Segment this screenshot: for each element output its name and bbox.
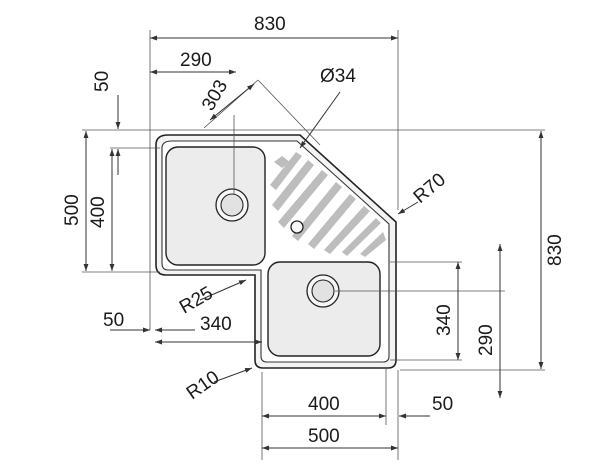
top-gap-label: 50	[92, 71, 113, 92]
bottom-gap-label: 50	[432, 394, 453, 415]
left-bowl-label: 400	[88, 196, 109, 228]
dimension-lines	[83, 35, 544, 451]
radius-inner-label: R25	[176, 283, 217, 319]
bottom-total-label: 500	[308, 426, 340, 447]
radius-small-label: R10	[183, 367, 224, 404]
right-bowl-height-label: 340	[434, 304, 455, 336]
drain-diameter-label: Ø34	[320, 66, 356, 87]
overall-width-label: 830	[254, 14, 286, 35]
left-bowl-drain-inner	[220, 193, 244, 217]
sink-body	[155, 134, 397, 369]
lower-bowl-offset-label: 340	[200, 314, 232, 335]
left-total-label: 500	[62, 194, 83, 226]
left-bottom-gap-label: 50	[103, 310, 124, 331]
drainer-tap-hole	[290, 220, 304, 234]
drain-height-label: 290	[476, 324, 497, 356]
radius-outer-label: R70	[410, 169, 450, 207]
right-bowl	[267, 261, 381, 357]
bottom-bowl-label: 400	[308, 394, 340, 415]
diagonal-label: 303	[198, 77, 232, 115]
drainer-grooves	[270, 152, 386, 257]
right-total-label: 830	[545, 234, 566, 266]
left-offset-label: 290	[180, 50, 212, 71]
right-bowl-drain-inner	[311, 279, 335, 303]
